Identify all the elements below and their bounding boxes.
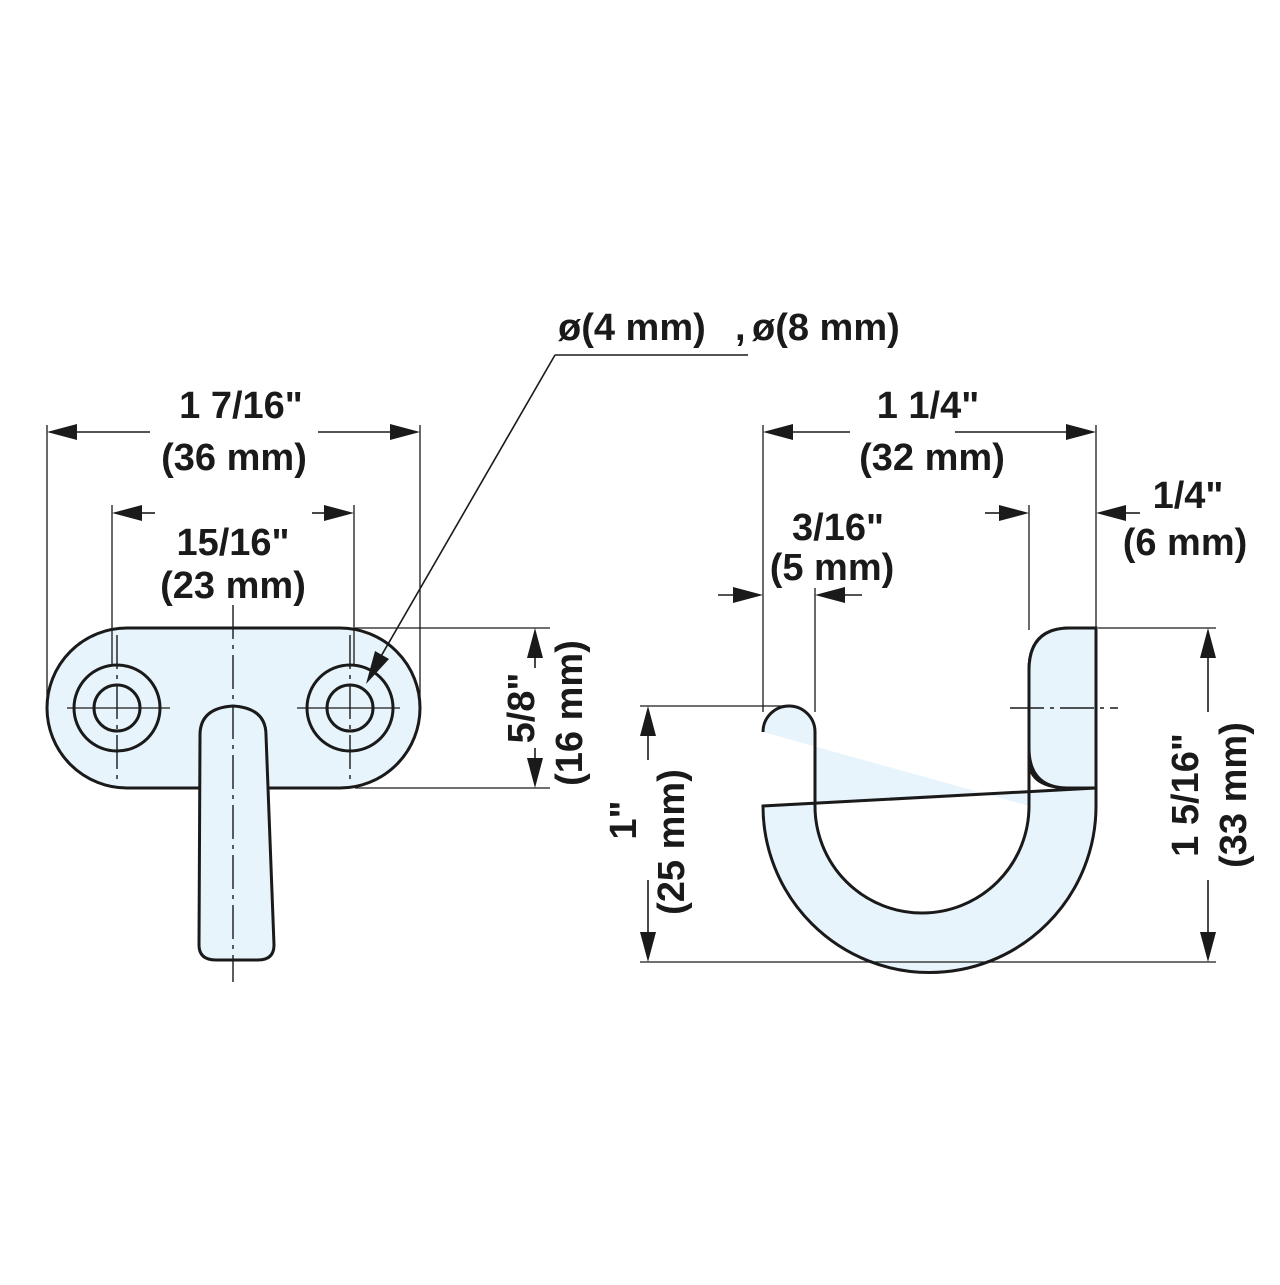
overall-width-dimension: 1 7/16" (36 mm) (47, 385, 420, 479)
hole-diameter-separator: , (735, 307, 746, 349)
side-width-dimension: 1 1/4" (32 mm) (763, 385, 1096, 479)
hole-diameter-inner: ø(4 mm) (558, 307, 706, 349)
side-width-imperial: 1 1/4" (877, 385, 980, 427)
right-view: 1 1/4" (32 mm) 3/16" (5 mm) 1/4" (6 mm) (603, 385, 1255, 974)
hook-height-imperial: 1" (603, 800, 645, 839)
hole-diameter-callout: ø(4 mm) , ø(8 mm) (366, 307, 900, 684)
plate-thickness-metric: (6 mm) (1123, 522, 1248, 564)
side-width-metric: (32 mm) (859, 437, 1005, 479)
hook-arm (197, 704, 276, 962)
side-extension-lines (640, 425, 1216, 963)
plate-thickness-dimension: 1/4" (6 mm) (985, 475, 1247, 564)
overall-height-metric: (33 mm) (1213, 722, 1255, 868)
hole-spacing-imperial: 15/16" (176, 522, 289, 564)
hole-spacing-dimension: 15/16" (23 mm) (112, 505, 354, 607)
plate-height-dimension: 5/8" (16 mm) (501, 628, 591, 788)
center-lines (67, 605, 400, 982)
hook-height-dimension: 1" (25 mm) (603, 706, 693, 962)
overall-height-dimension: 1 5/16" (33 mm) (1165, 628, 1255, 962)
plate-height-metric: (16 mm) (549, 640, 591, 786)
left-view: 1 7/16" (36 mm) 15/16" (23 mm) 5/8" (16 … (45, 307, 900, 982)
wire-thickness-metric: (5 mm) (770, 547, 895, 589)
hook-height-metric: (25 mm) (651, 769, 693, 915)
wire-thickness-dimension: 3/16" (5 mm) (718, 507, 894, 603)
wire-thickness-imperial: 3/16" (792, 507, 884, 549)
hole-spacing-metric: (23 mm) (160, 565, 306, 607)
hole-diameter-outer: ø(8 mm) (752, 307, 900, 349)
overall-height-imperial: 1 5/16" (1165, 733, 1207, 857)
overall-width-metric: (36 mm) (161, 437, 307, 479)
overall-width-imperial: 1 7/16" (179, 385, 303, 427)
extension-lines (46, 425, 550, 789)
plate-thickness-imperial: 1/4" (1153, 475, 1224, 517)
plate-height-imperial: 5/8" (501, 673, 543, 744)
